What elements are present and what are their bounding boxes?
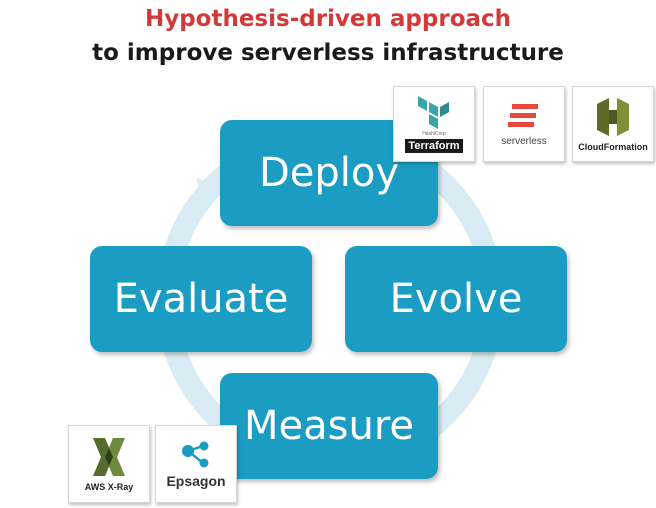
cloudformation-icon [597,98,629,136]
terraform-logo-card: HashiCorp Terraform [393,86,475,162]
terraform-small-label: HashiCorp [422,131,446,137]
step-evolve: Evolve [345,246,567,352]
title-line-1: Hypothesis-driven approach [144,6,512,32]
aws-xray-label: AWS X-Ray [84,482,134,492]
step-deploy: Deploy [220,120,438,226]
aws-xray-logo-card: AWS X-Ray [68,425,150,503]
cloudformation-logo-card: CloudFormation [572,86,654,162]
terraform-label: Terraform [405,139,463,153]
cycle-arrow-head [196,178,220,204]
terraform-icon [418,96,449,129]
cloudformation-label: CloudFormation [578,142,648,152]
aws-xray-icon [93,438,125,476]
epsagon-icon [182,441,209,468]
epsagon-label: Epsagon [166,473,226,489]
step-measure: Measure [220,373,438,479]
serverless-icon [508,103,538,127]
serverless-label: serverless [501,135,547,147]
epsagon-logo-card: Epsagon [155,425,237,503]
title-line-2: to improve serverless infrastructure [92,40,564,66]
step-evaluate: Evaluate [90,246,312,352]
serverless-logo-card: serverless [483,86,565,162]
